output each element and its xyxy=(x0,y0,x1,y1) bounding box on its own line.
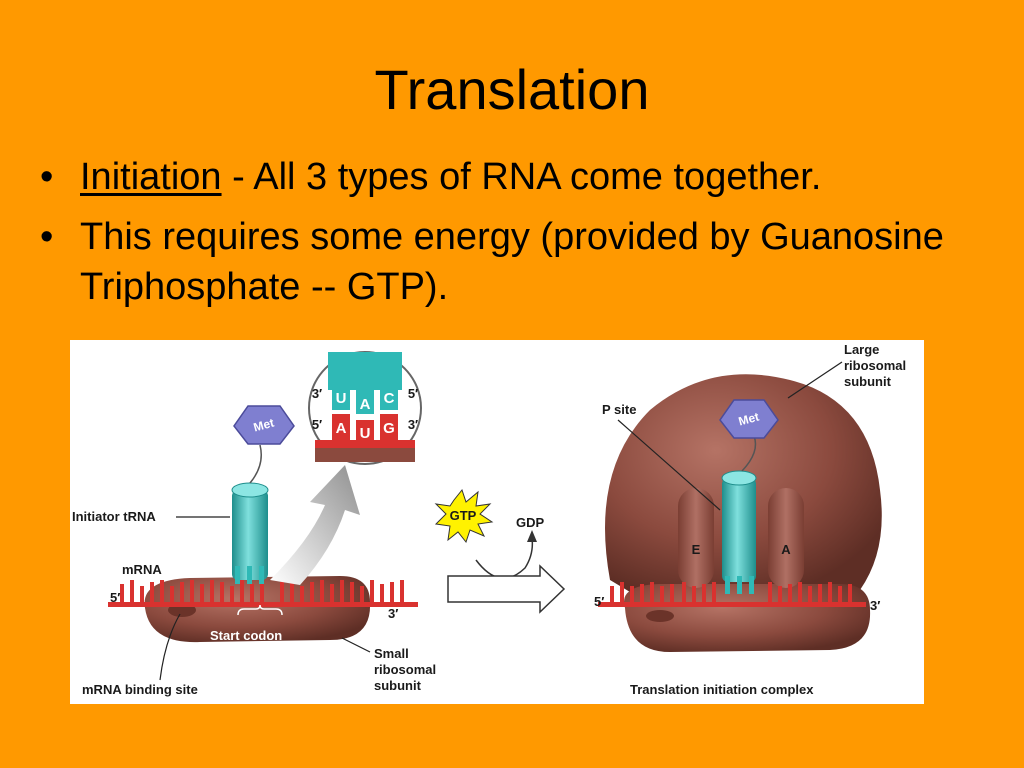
prime-label: 5′ xyxy=(408,386,418,401)
bullet-item: • Initiation - All 3 types of RNA come t… xyxy=(40,152,1000,202)
bullet-item: • This requires some energy (provided by… xyxy=(40,212,1000,312)
gtp-burst: GTP xyxy=(436,490,492,542)
mrna-binding-site-label: mRNA binding site xyxy=(82,682,198,697)
bullet-text: - All 3 types of RNA come together. xyxy=(222,156,822,198)
prime-label: 3′ xyxy=(408,417,418,432)
mrna-strand-left xyxy=(108,602,418,607)
mrna-binding-site-right xyxy=(646,610,674,622)
bullet-text: This requires some energy (provided by G… xyxy=(80,216,944,308)
mrna-3-label: 3′ xyxy=(388,606,398,621)
bullet-dot: • xyxy=(40,152,53,202)
gtp-label: GTP xyxy=(450,508,477,523)
gtp-to-gdp-arrow xyxy=(476,538,532,578)
small-subunit-label: Small xyxy=(374,646,409,661)
e-site xyxy=(678,488,714,588)
large-subunit-label: subunit xyxy=(844,374,892,389)
a-site xyxy=(768,488,804,588)
large-subunit-label: Large xyxy=(844,342,879,357)
anticodon-base: U xyxy=(336,390,347,407)
anticodon-base: A xyxy=(360,396,371,413)
prime-label: 5′ xyxy=(312,417,322,432)
prime-label: 3′ xyxy=(312,386,322,401)
bullet-dot: • xyxy=(40,212,53,262)
process-arrow xyxy=(448,566,564,612)
met-hexagon-left: Met xyxy=(234,406,294,444)
codon-zoom-circle: U A C A U G xyxy=(309,352,421,464)
zoom-arrow xyxy=(270,465,360,585)
mrna-5-label: 5′ xyxy=(110,590,120,605)
bullet-list: • Initiation - All 3 types of RNA come t… xyxy=(40,152,1000,322)
mrna-5-label-right: 5′ xyxy=(594,594,604,609)
codon-base: A xyxy=(336,420,347,437)
diagram-svg: Met U A C A U G 3′ 5′ 5′ 3′ Initiator tR… xyxy=(70,340,924,704)
codon-base: G xyxy=(383,420,395,437)
initiator-trna-left xyxy=(232,445,268,584)
anticodon-base: C xyxy=(384,390,395,407)
small-subunit-label: subunit xyxy=(374,678,422,693)
slide-title: Translation xyxy=(0,62,1024,118)
figure-caption: Translation initiation complex xyxy=(630,682,814,697)
initiator-trna-label: Initiator tRNA xyxy=(72,509,156,524)
leader-line xyxy=(342,638,370,652)
mrna-3-label-right: 3′ xyxy=(870,598,880,613)
small-subunit-label: ribosomal xyxy=(374,662,436,677)
mrna-label: mRNA xyxy=(122,562,162,577)
start-codon-label: Start codon xyxy=(210,628,282,643)
e-site-label: E xyxy=(692,542,701,557)
arrowhead xyxy=(527,530,537,542)
a-site-label: A xyxy=(781,542,791,557)
p-site-label: P site xyxy=(602,402,636,417)
mrna-strand-right xyxy=(598,602,866,607)
bullet-term: Initiation xyxy=(80,156,222,198)
translation-diagram: Met U A C A U G 3′ 5′ 5′ 3′ Initiator tR… xyxy=(70,340,924,704)
codon-base: U xyxy=(360,425,371,442)
gdp-label: GDP xyxy=(516,515,545,530)
large-subunit-label: ribosomal xyxy=(844,358,906,373)
